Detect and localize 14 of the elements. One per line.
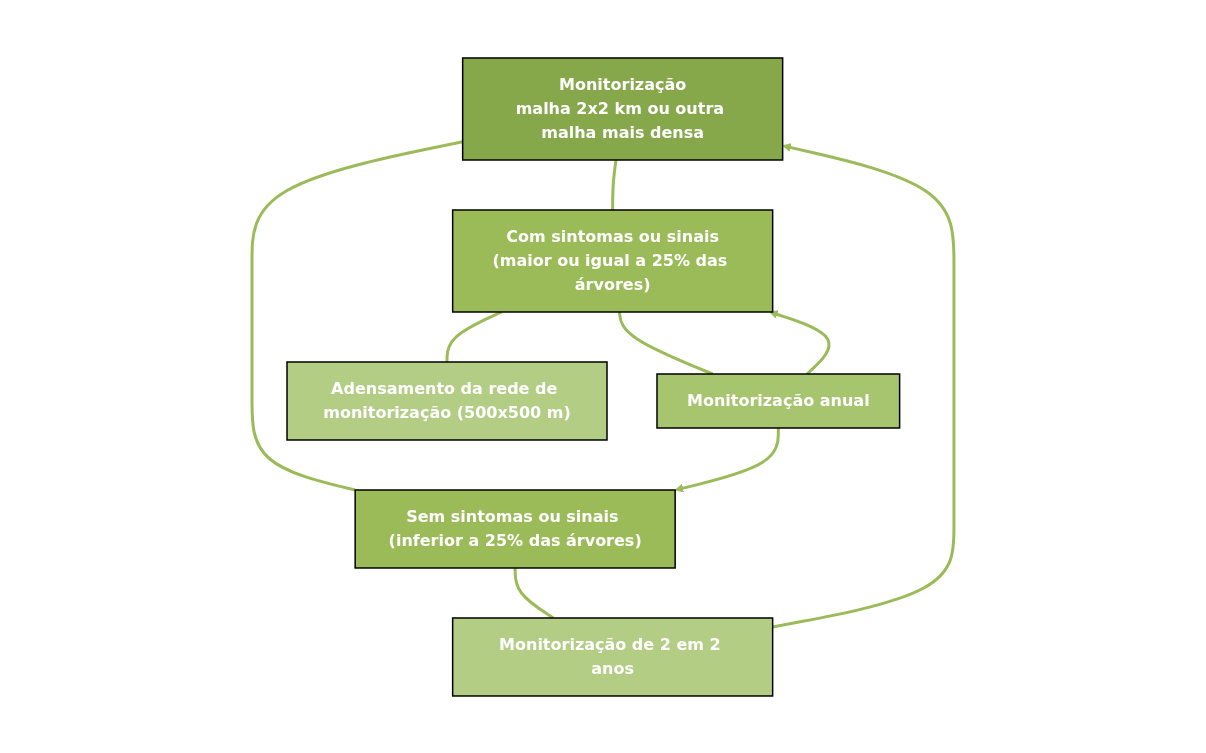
node-box: Monitorização de 2 em 2 anos	[451, 616, 774, 697]
connector	[611, 159, 618, 210]
node-box: Sem sintomas ou sinais (inferior a 25% das árvores)	[354, 488, 676, 569]
arrow	[674, 427, 780, 492]
connector	[250, 139, 463, 492]
connector	[445, 310, 503, 362]
node-box: Monitorização malha 2x2 km ou outra malha mais densa	[461, 56, 784, 161]
arrow	[772, 142, 956, 628]
connector	[617, 311, 714, 375]
arrow	[769, 309, 831, 375]
node-box: Adensamento da rede de monitorização (500x500 m)	[286, 360, 608, 441]
node-box: Com sintomas ou sinais (maior ou igual a 25% das árvores)	[451, 208, 774, 313]
connector	[513, 567, 555, 619]
node-box: Monitorização anual	[656, 372, 901, 429]
